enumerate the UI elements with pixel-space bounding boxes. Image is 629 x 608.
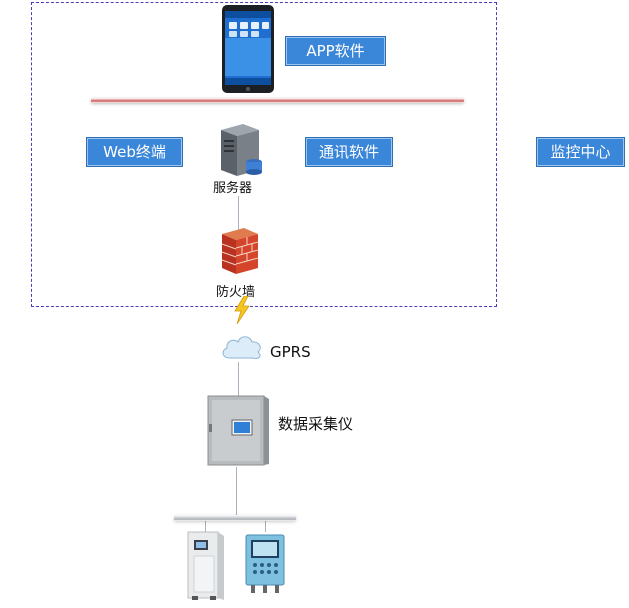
data-collector-icon [206,394,270,467]
server-caption: 服务器 [213,181,253,196]
connector-bus-instrument-2 [265,520,266,532]
data-collector-caption: 数据采集仪 [278,415,354,433]
analyzer-cabinet-icon [186,530,226,602]
network-bus-bottom [174,515,296,521]
cloud-icon [219,332,265,362]
connector-collector-bus [236,467,237,517]
monitor-center-boundary [31,2,497,307]
web-terminal-label: Web终端 [87,138,182,166]
connector-gprs-collector [238,362,239,396]
monitor-center-label: 监控中心 [537,138,624,166]
smartphone-icon [221,4,275,94]
comm-software-label: 通讯软件 [306,138,392,166]
server-icon [215,122,267,178]
connector-bus-instrument-1 [205,520,206,532]
firewall-icon [218,226,260,276]
gprs-caption: GPRS [270,343,311,361]
flow-meter-icon [243,532,289,598]
network-bus-top [91,98,464,103]
lightning-icon [233,295,251,325]
app-software-label: APP软件 [286,37,385,65]
connector-server-firewall [238,196,239,230]
